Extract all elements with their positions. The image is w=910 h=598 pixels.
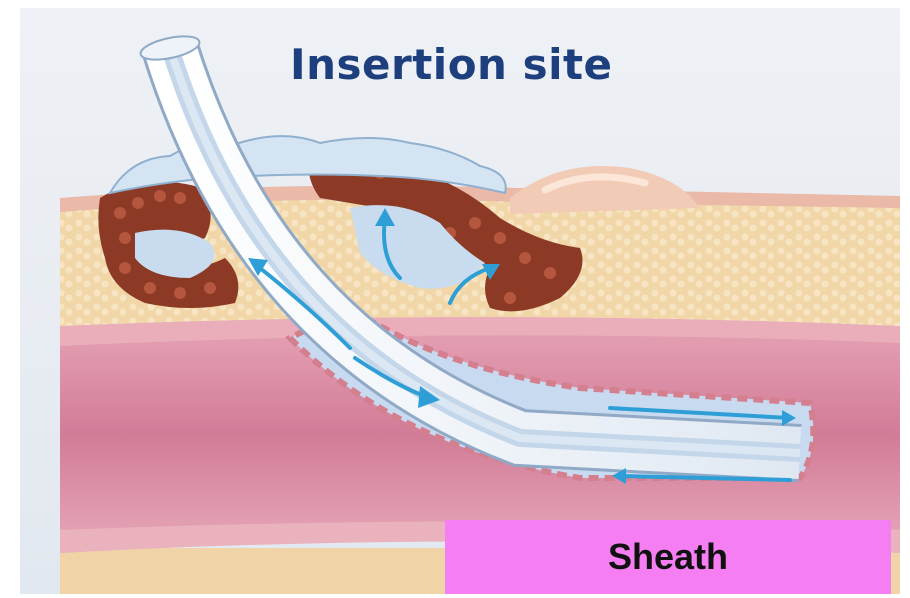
- catheter-insertion-diagram: [20, 8, 900, 594]
- sheath-label-box: Sheath: [445, 520, 891, 594]
- sheath-label: Sheath: [608, 536, 728, 578]
- insertion-site-label: Insertion site: [290, 40, 613, 89]
